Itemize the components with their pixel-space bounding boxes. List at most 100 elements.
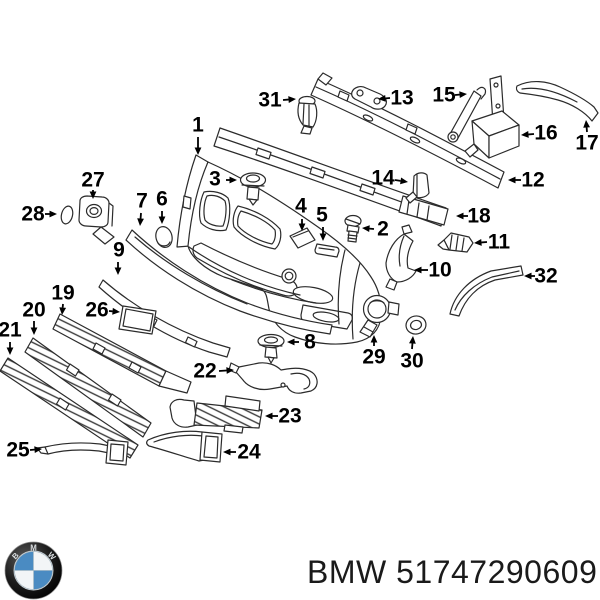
callout-arrow-head [137, 218, 144, 226]
callout-number: 1 [192, 114, 204, 137]
part-callout-25: 25 [6, 439, 42, 462]
callout-arrow-head [89, 191, 97, 199]
part-13-mounting-bracket [351, 86, 387, 110]
part-7-lower-trim-strip [125, 229, 333, 335]
part-24-corner-trim [146, 430, 223, 463]
part-callout-32: 32 [524, 265, 558, 288]
callout-number: 13 [390, 87, 413, 110]
callout-arrow-head [30, 327, 38, 335]
part-callout-16: 16 [521, 122, 558, 145]
callout-arrow-line [394, 179, 401, 182]
part-8-push-rivet [257, 333, 285, 364]
callout-arrow-head [400, 177, 408, 185]
part-4-adhesive-pad [289, 227, 316, 249]
callout-arrow-head [378, 94, 386, 102]
callout-arrow-line [218, 369, 227, 372]
part-16-mounting-bracket-box [464, 75, 520, 159]
part-number-caption: BMW 51747290609 [307, 554, 598, 590]
part-callout-7: 7 [136, 190, 148, 226]
callout-arrow-head [49, 210, 57, 218]
part-callout-8: 8 [287, 331, 316, 354]
part-32-wheel-arch-trim [449, 265, 524, 317]
callout-number: 9 [113, 239, 125, 262]
callout-arrow-head [409, 336, 416, 344]
callout-arrow-head [521, 131, 529, 138]
part-callout-30: 30 [400, 336, 424, 373]
callout-arrow-head [459, 91, 467, 99]
part-callout-11: 11 [474, 231, 510, 254]
part-28-cover-cap-small [60, 205, 74, 225]
callout-arrow-head [474, 239, 482, 246]
part-callout-4: 4 [295, 195, 307, 231]
part-callout-28: 28 [21, 203, 57, 226]
callout-arrow-head [583, 120, 591, 128]
part-callout-10: 10 [414, 259, 452, 282]
part-27-sensor-holder [78, 195, 115, 245]
part-30-grommet-ring [405, 315, 427, 335]
part-callout-9: 9 [113, 239, 125, 275]
part-6-cover-cap [155, 226, 173, 248]
part-18-bumper-carrier-beam [213, 127, 449, 227]
part-5-mounting-plate [314, 243, 340, 258]
part-callout-13: 13 [378, 87, 414, 110]
part-19-grille-insert-upper [52, 313, 192, 394]
callout-number: 28 [21, 203, 45, 226]
callout-number: 11 [488, 231, 511, 254]
callout-arrow-head [114, 267, 122, 275]
callout-number: 18 [467, 205, 491, 228]
callout-number: 17 [575, 132, 598, 155]
part-31-horn-bracket [297, 95, 318, 135]
callout-number: 32 [534, 265, 557, 288]
part-callout-31: 31 [258, 89, 296, 112]
callout-number: 5 [316, 204, 328, 227]
callout-arrow-head [112, 307, 120, 315]
callout-arrow-head [223, 448, 231, 456]
callout-number: 7 [136, 190, 148, 213]
callout-arrow-head [6, 347, 14, 355]
callout-number: 10 [428, 259, 451, 282]
callout-number: 2 [377, 218, 389, 241]
callout-number: 8 [304, 331, 316, 354]
callout-number: 20 [22, 299, 45, 322]
part-callout-24: 24 [223, 441, 261, 464]
part-callout-5: 5 [316, 204, 328, 241]
callout-number: 6 [156, 188, 168, 211]
callout-number: 31 [258, 89, 282, 112]
bmw-logo-letter-w: W [46, 550, 58, 562]
callout-number: 24 [237, 441, 261, 464]
callout-arrow-head [226, 367, 234, 374]
part-22-washer-bracket [228, 362, 318, 394]
part-callout-14: 14 [371, 167, 408, 190]
callout-arrow-head [158, 216, 166, 224]
callout-number: 30 [400, 350, 423, 373]
part-callout-22: 22 [193, 360, 234, 383]
part-callout-23: 23 [265, 405, 302, 428]
callout-arrow-head [298, 223, 306, 231]
callout-arrow-head [229, 176, 237, 184]
part-11-clamp-clip [437, 232, 474, 253]
part-callout-15: 15 [432, 84, 467, 107]
callout-arrow-head [265, 412, 273, 420]
bmw-logo: B M W [4, 541, 63, 600]
part-callout-26: 26 [85, 299, 120, 322]
part-17-side-support-rail [515, 81, 599, 122]
part-10-corner-bracket [385, 224, 417, 291]
callout-arrow-head [288, 96, 296, 103]
callout-arrow-head [524, 272, 532, 280]
part-callout-6: 6 [156, 188, 168, 224]
callout-arrow-head [59, 307, 67, 315]
part-21-grille-insert-lower [0, 357, 139, 459]
callout-arrow-head [414, 266, 422, 274]
callout-arrow-head [287, 338, 295, 346]
part-23-grille-insert-side [169, 395, 263, 434]
callout-arrow-head [370, 335, 378, 343]
part-callout-21: 21 [0, 319, 22, 355]
callout-number: 4 [295, 195, 307, 218]
callout-arrow-head [34, 446, 42, 454]
callout-arrow-head [194, 147, 202, 155]
part-callout-3: 3 [209, 168, 237, 191]
part-2-bolt [344, 214, 362, 243]
part-14-side-bracket [405, 172, 430, 204]
